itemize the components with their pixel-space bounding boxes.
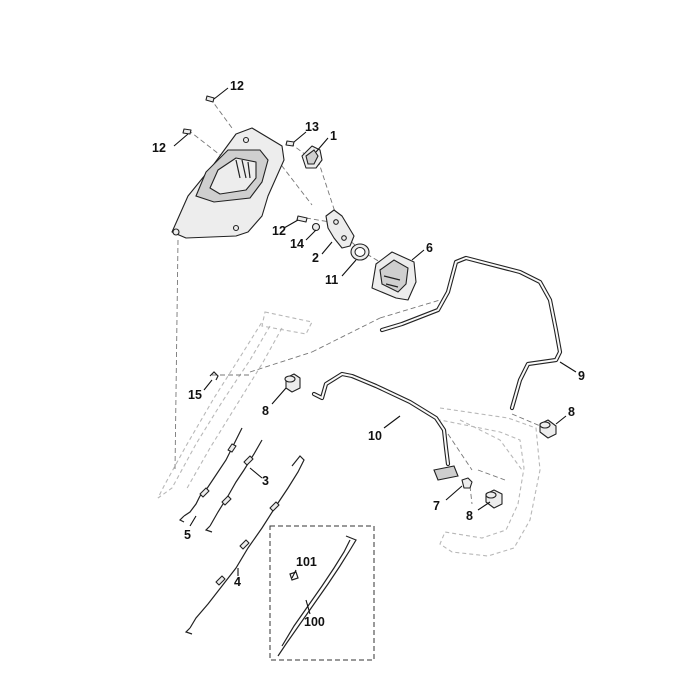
callout-100: 100 (304, 615, 325, 629)
inset-box (269, 525, 375, 661)
callout-12: 12 (272, 224, 286, 238)
callout-4: 4 (234, 575, 241, 589)
cable-part-3 (204, 439, 263, 533)
callout-14: 14 (290, 237, 304, 251)
bail-rod-part-9 (379, 255, 563, 411)
cable-part-5 (178, 427, 243, 523)
callout-8: 8 (568, 405, 575, 419)
callout-12: 12 (230, 79, 244, 93)
callout-leaders (173, 87, 577, 615)
callout-3: 3 (262, 474, 269, 488)
callout-8: 8 (466, 509, 473, 523)
ring-part-11 (350, 243, 370, 261)
clip-part-15 (209, 371, 219, 381)
callout-2: 2 (312, 251, 319, 265)
control-housing (171, 127, 285, 239)
cable-part-4 (184, 455, 305, 635)
lever-part-2 (325, 209, 355, 249)
phantom-handle-frame (157, 311, 541, 557)
callout-10: 10 (368, 429, 382, 443)
callout-15: 15 (188, 388, 202, 402)
callout-9: 9 (578, 369, 585, 383)
bushing-part-7 (461, 477, 473, 489)
callout-13: 13 (305, 120, 319, 134)
callout-5: 5 (184, 528, 191, 542)
callout-1: 1 (330, 129, 337, 143)
switch-box-part-6 (371, 251, 417, 301)
callout-101: 101 (296, 555, 317, 569)
callout-7: 7 (433, 499, 440, 513)
rod-part-10 (311, 371, 459, 481)
bushings-part-8 (284, 373, 557, 509)
callout-11: 11 (325, 273, 338, 287)
callout-labels: 12 12 13 1 12 14 2 11 6 9 8 8 10 3 5 4 7… (152, 79, 585, 629)
callout-8: 8 (262, 404, 269, 418)
callout-6: 6 (426, 241, 433, 255)
callout-12: 12 (152, 141, 166, 155)
